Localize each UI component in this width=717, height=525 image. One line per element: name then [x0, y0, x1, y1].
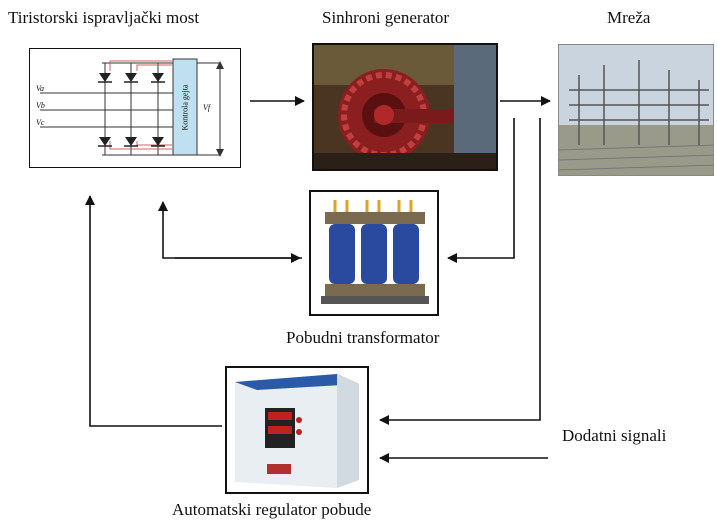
excitation-transformer-title: Pobudni transformator — [286, 328, 440, 347]
voltage-regulator-title: Automatski regulator pobude — [172, 500, 372, 519]
input-vc: Vc — [36, 118, 45, 127]
input-va: Va — [36, 84, 44, 93]
generator-photo — [312, 43, 498, 171]
grid-photo — [558, 44, 714, 176]
rectifier-schematic: Va Vb Vc Kontrola gejta Vf — [29, 48, 241, 168]
input-vb: Vb — [36, 101, 45, 110]
thyristor-icon — [99, 137, 111, 146]
gate-control-block — [172, 58, 198, 156]
voltage-regulator-icon — [227, 368, 367, 492]
thyristor-icon — [99, 73, 111, 82]
arrow-transformer-to-rectifier — [158, 201, 302, 259]
thyristor-icon — [125, 73, 137, 82]
transformer-icon — [311, 192, 437, 314]
substation-icon — [559, 45, 713, 175]
generator-icon — [314, 45, 496, 169]
output-voltage-label: Vf — [203, 103, 211, 112]
grid-title: Mreža — [607, 8, 651, 27]
generator-title: Sinhroni generator — [322, 8, 449, 27]
rectifier-title: Tiristorski ispravljački most — [8, 8, 200, 27]
thyristor-icon — [125, 137, 137, 146]
transformer-photo — [309, 190, 439, 316]
thyristor-icon — [152, 73, 164, 82]
arrow-regulator-to-rectifier — [85, 195, 222, 427]
gate-control-label: Kontrola gejta — [180, 84, 190, 131]
regulator-photo — [225, 366, 369, 494]
thyristor-icon — [152, 137, 164, 146]
additional-signals-label: Dodatni signali — [562, 426, 667, 445]
thyristor-bridge-diagram — [40, 58, 224, 157]
